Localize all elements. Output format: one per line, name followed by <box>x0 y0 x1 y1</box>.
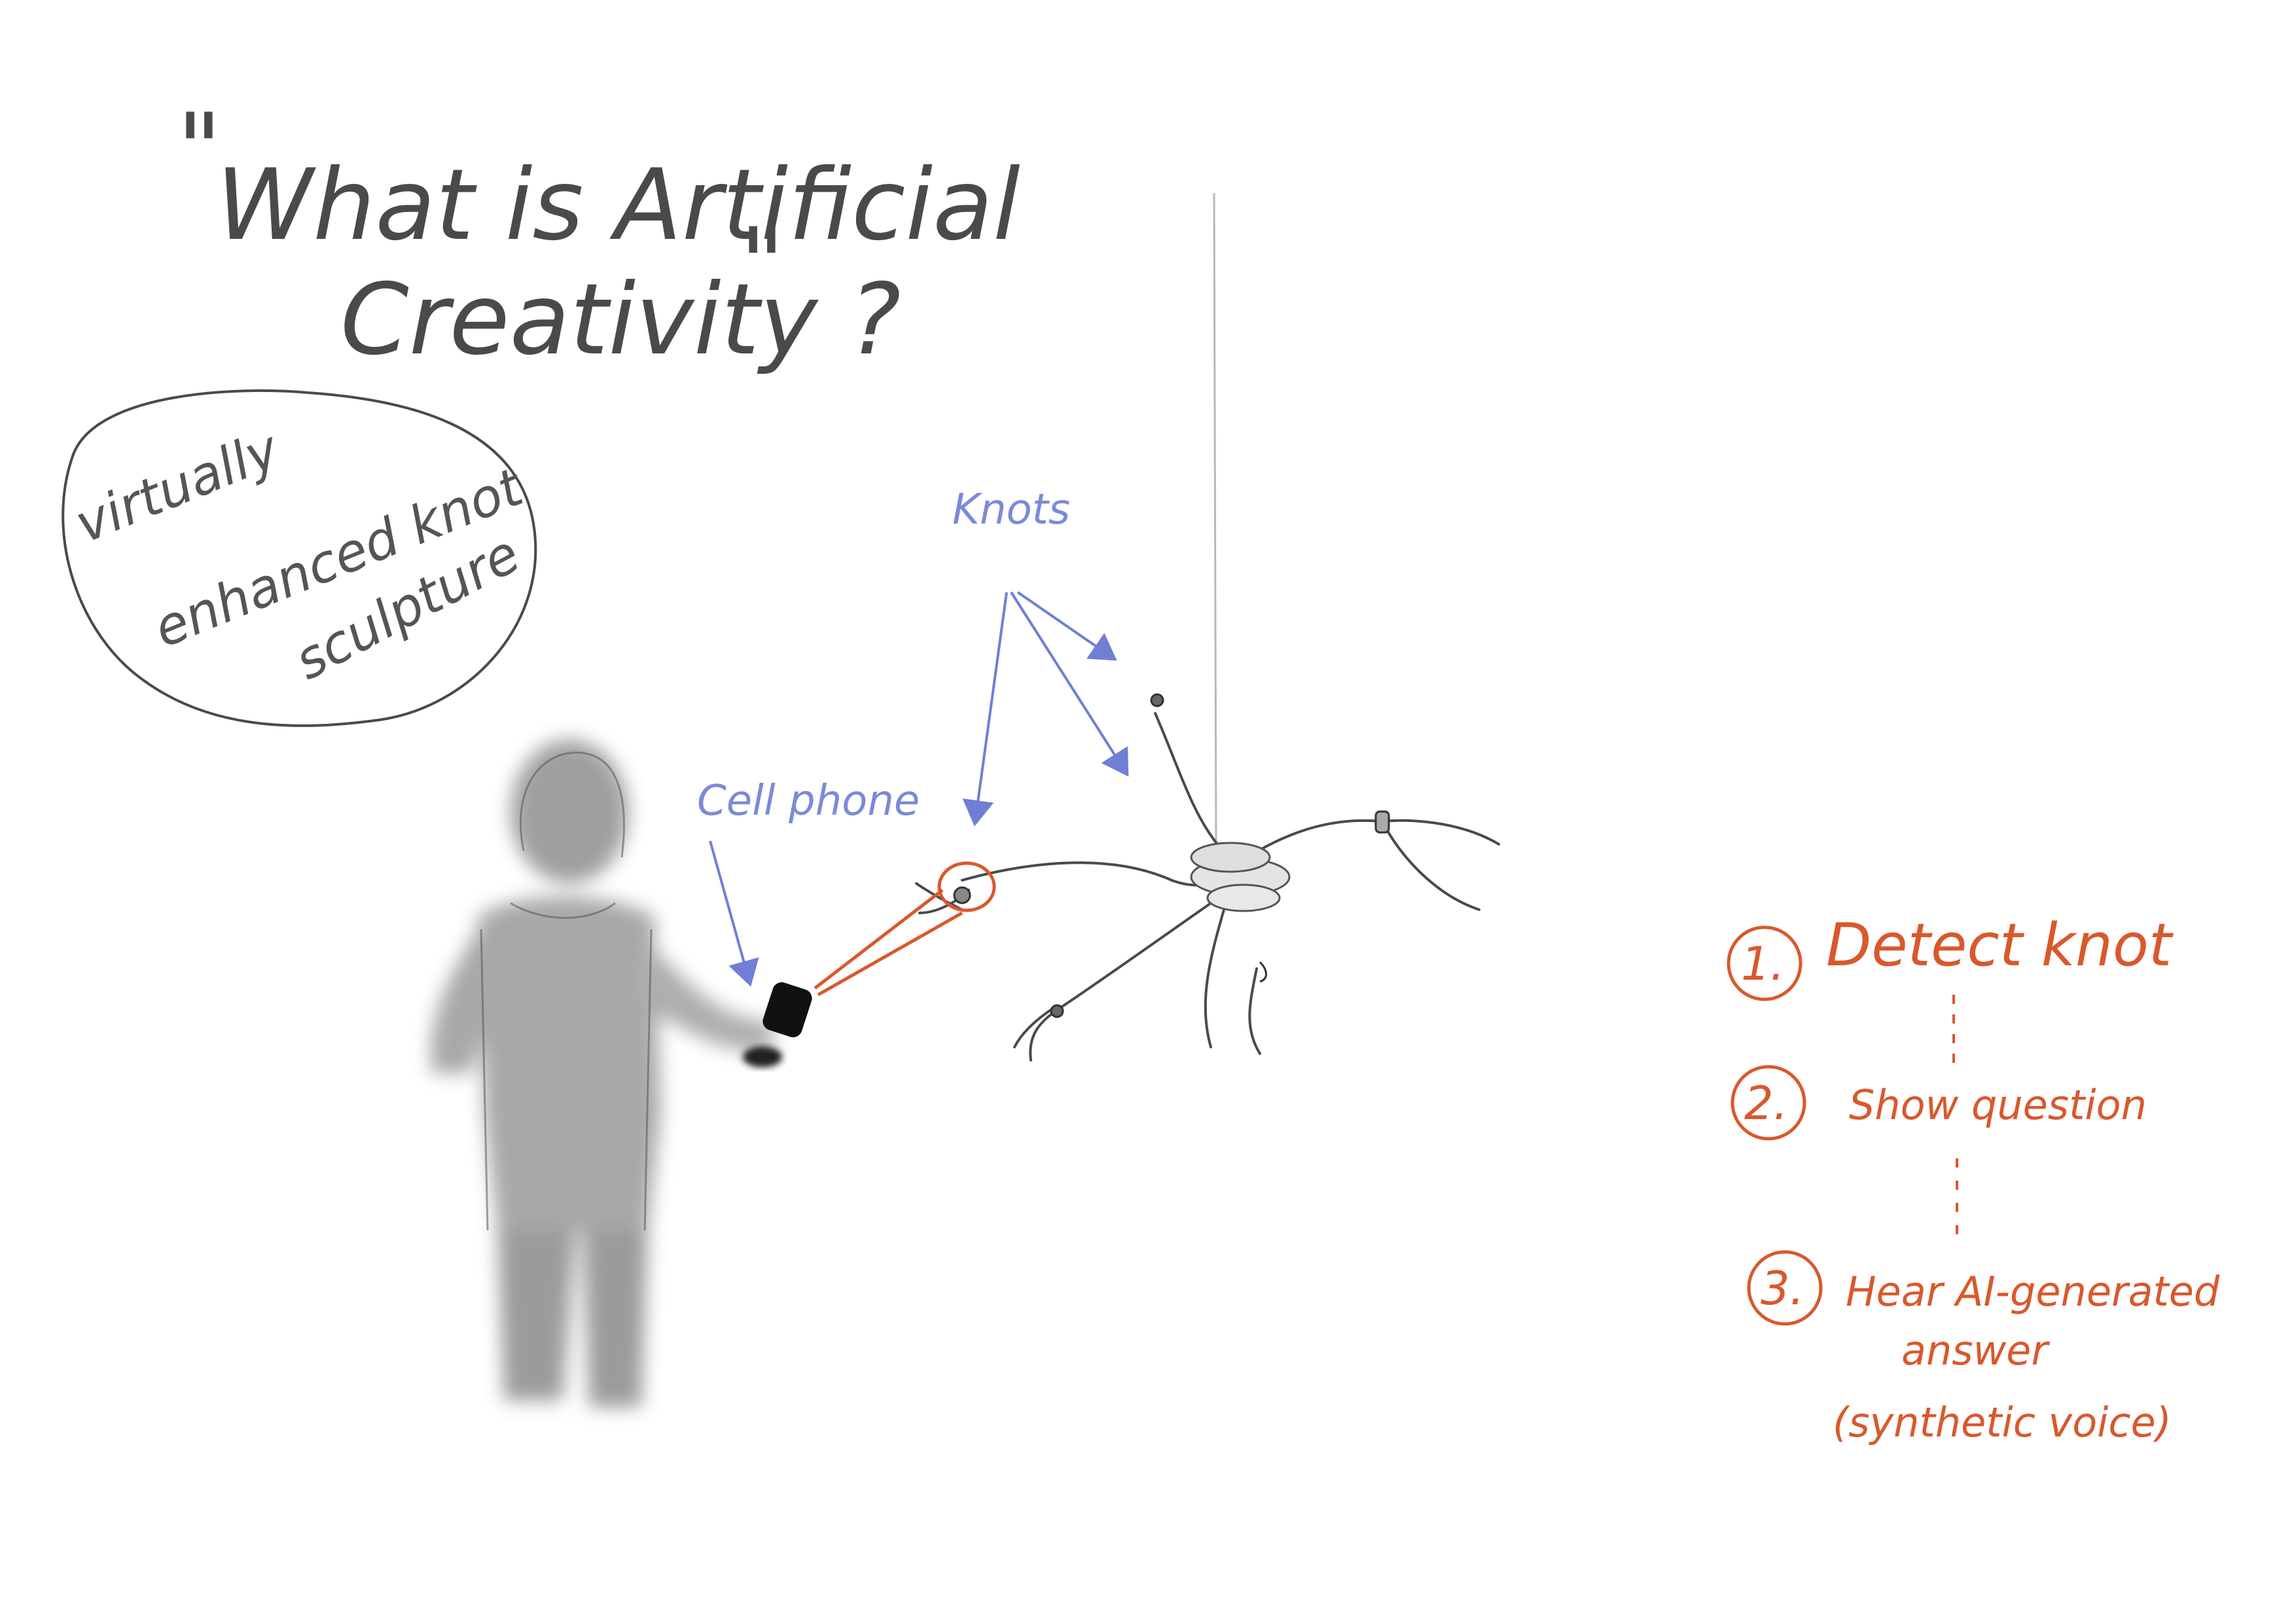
step-2-circle <box>1731 1065 1806 1141</box>
arrow-knot-2 <box>1010 591 1129 777</box>
step-3-text-3: (synthetic voice) <box>1833 1399 2172 1446</box>
step-3-circle <box>1747 1250 1823 1326</box>
knot-center <box>1190 842 1291 912</box>
title-open-quote: " <box>177 93 222 207</box>
step-3: 3. Hear AI-generated answer (synthetic v… <box>1747 1250 2220 1446</box>
title-line-2: Creativity ? <box>340 263 901 377</box>
small-knots <box>953 693 1390 1018</box>
label-knots: Knots <box>952 486 1070 534</box>
detection-beam <box>814 861 996 997</box>
step-3-number: 3. <box>1761 1262 1804 1315</box>
step-2-number: 2. <box>1744 1077 1788 1130</box>
steps-list: 1. Detect knot 2. Show question 3. Hear … <box>1727 911 2220 1446</box>
step-1-circle <box>1727 925 1803 1001</box>
step-3-text-2: answer <box>1901 1327 2050 1374</box>
bubble-line-1: virtually <box>67 418 288 555</box>
arrow-knot-1 <box>962 592 1008 827</box>
step-1-text: Detect knot <box>1826 911 2174 980</box>
blue-annotations: Knots Cell phone <box>697 486 1129 987</box>
arrow-cell-phone <box>709 840 759 987</box>
thought-bubble: virtually enhanced knot sculpture <box>62 389 537 727</box>
step-1: 1. Detect knot <box>1727 911 2174 1001</box>
step-1-number: 1. <box>1741 937 1785 991</box>
title-close-quote: " <box>740 207 785 321</box>
label-cell-phone: Cell phone <box>697 777 920 825</box>
hanging-string <box>1213 192 1217 845</box>
step-2-text: Show question <box>1849 1081 2147 1129</box>
arrow-knot-3 <box>1016 591 1117 661</box>
phone-icon <box>762 982 812 1038</box>
title-line-1: What is Artificial <box>216 149 1020 262</box>
step-2: 2. Show question <box>1731 1065 2147 1141</box>
title: " What is Artificial Creativity ? " <box>177 93 1020 377</box>
bubble-outline <box>62 389 537 727</box>
step-3-text: Hear AI-generated <box>1846 1268 2220 1315</box>
person-figure <box>431 740 812 1407</box>
